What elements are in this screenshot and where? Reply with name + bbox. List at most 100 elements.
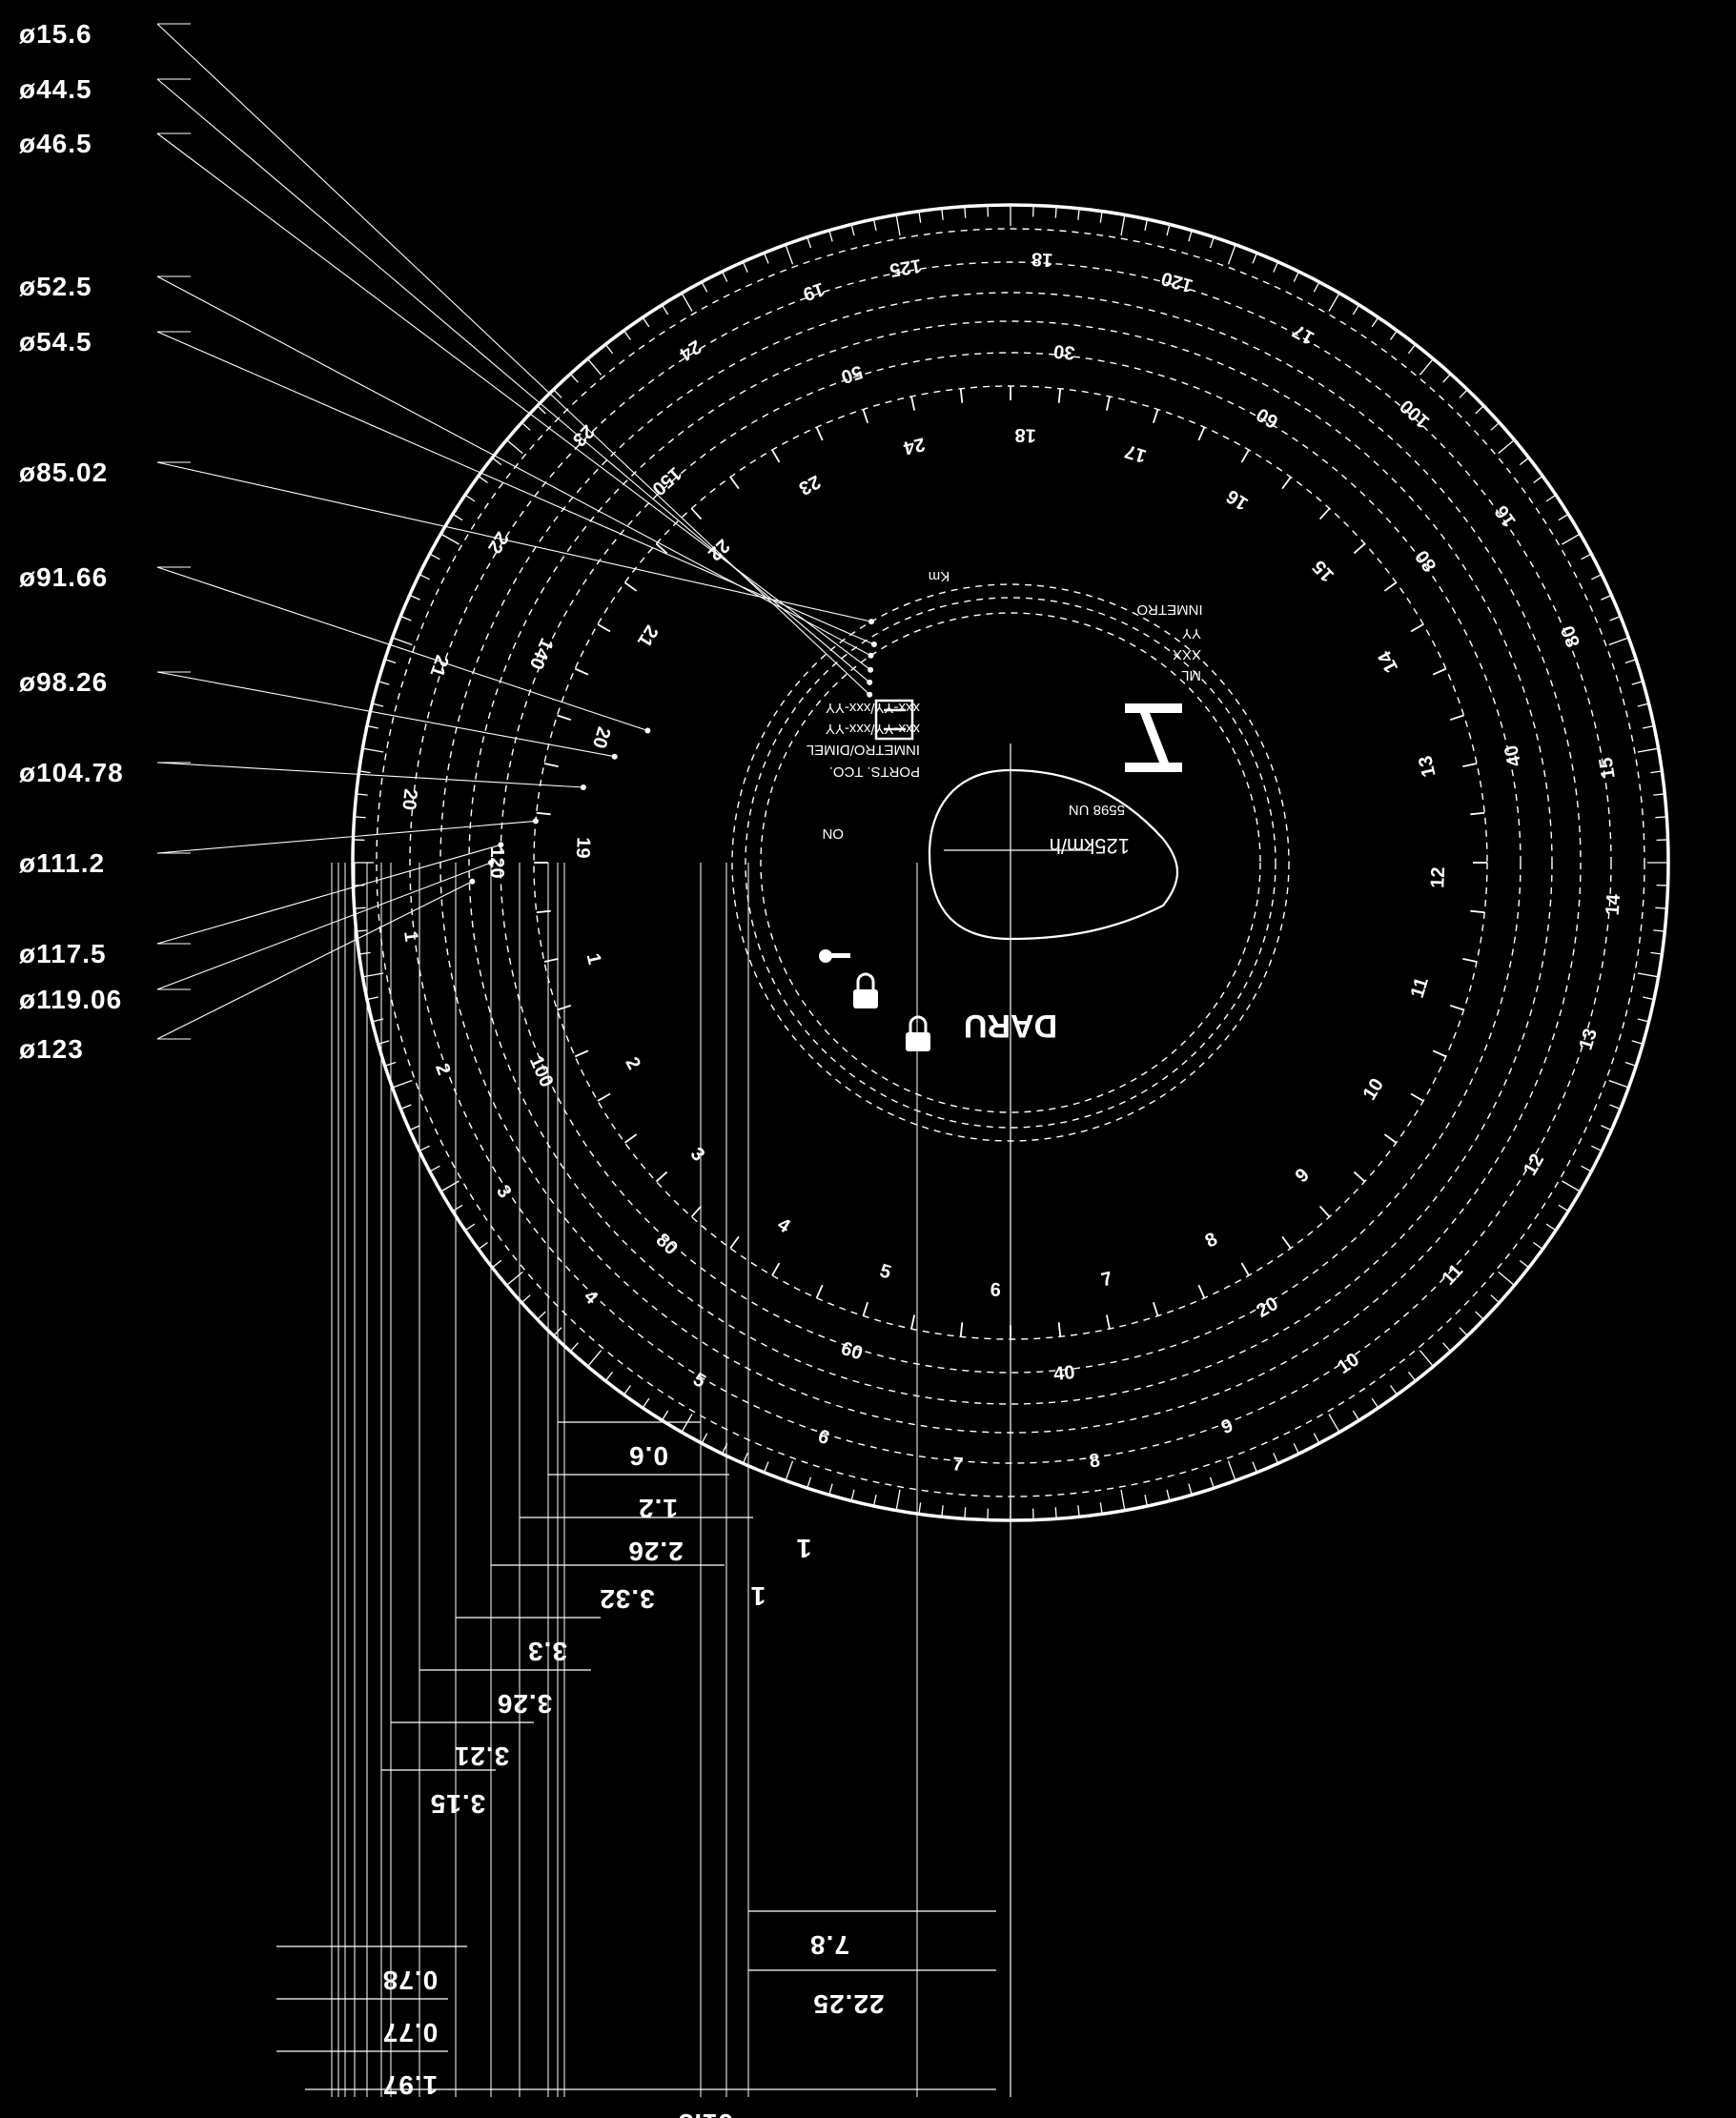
- tick: [569, 1342, 579, 1353]
- tick: [506, 438, 523, 455]
- tick: [701, 281, 708, 293]
- tick: [1371, 1397, 1379, 1409]
- center-dim-label: 22.25: [812, 1989, 884, 2019]
- scale-label: 2: [621, 1054, 644, 1073]
- callout-leader-lines: [156, 23, 877, 1040]
- tick: [729, 476, 740, 490]
- diameter-label: ø91.66: [19, 562, 108, 592]
- tick: [1459, 389, 1468, 398]
- tick: [655, 1171, 668, 1183]
- diameter-label: ø104.78: [19, 758, 124, 787]
- tick: [557, 714, 572, 721]
- diameter-label: ø98.26: [19, 667, 108, 697]
- scale-label: 20: [1253, 1293, 1281, 1322]
- scale-label: 9: [1292, 1165, 1314, 1188]
- tick: [1562, 533, 1581, 545]
- tick: [1252, 252, 1258, 264]
- tick: [392, 637, 413, 646]
- leader-line: [156, 275, 871, 657]
- regulator-logo: [1125, 703, 1182, 772]
- tick: [1077, 1505, 1080, 1517]
- tick: [1383, 581, 1398, 592]
- tick: [378, 681, 390, 685]
- lock-icon: [906, 1015, 930, 1051]
- tick: [690, 1205, 703, 1218]
- diameter-label: ø15.6: [19, 19, 92, 49]
- tick: [1353, 542, 1366, 555]
- tick: [681, 293, 693, 312]
- diameter-label: ø85.02: [19, 458, 108, 487]
- tick: [1389, 330, 1399, 340]
- scale-label: 4: [580, 1286, 602, 1309]
- small-dim-label: 1: [796, 1534, 812, 1563]
- tick: [1057, 388, 1062, 403]
- leader-line: [156, 881, 473, 1040]
- tick: [419, 1145, 430, 1152]
- tick: [452, 1204, 463, 1212]
- tick: [543, 763, 559, 768]
- tick: [850, 224, 855, 236]
- tick: [1558, 513, 1569, 521]
- tick: [681, 1414, 693, 1433]
- tick: [521, 1294, 531, 1304]
- tick: [959, 388, 964, 403]
- tick: [1462, 957, 1478, 963]
- tick: [661, 1410, 669, 1421]
- leader-line: [156, 78, 870, 683]
- tick: [1099, 1502, 1103, 1515]
- tick: [409, 594, 420, 601]
- tick: [372, 703, 384, 707]
- scale-label: 24: [675, 336, 705, 365]
- tick: [1637, 972, 1659, 978]
- diameter-label: ø111.2: [19, 848, 105, 878]
- tick: [1643, 724, 1655, 729]
- spacing-dim-label: 3.3: [527, 1637, 567, 1666]
- tick: [574, 667, 589, 676]
- tick: [536, 811, 551, 816]
- small-dim-label: 1: [750, 1581, 766, 1611]
- tick: [1410, 1092, 1424, 1102]
- scale-label: 22: [704, 535, 733, 564]
- tick: [1407, 343, 1417, 355]
- outer-tick-marks: [353, 205, 1668, 1520]
- tick: [1498, 438, 1515, 455]
- tick: [440, 533, 460, 545]
- tick: [785, 244, 794, 265]
- leader-line: [156, 762, 583, 788]
- bottom-dim-label: 1.97: [382, 2070, 439, 2100]
- tick: [384, 659, 397, 664]
- tick: [1057, 1322, 1062, 1337]
- tick: [1462, 763, 1478, 768]
- tick: [399, 615, 412, 621]
- tick: [1281, 476, 1292, 490]
- scale-label: 10: [1334, 1349, 1363, 1378]
- tick: [604, 1371, 614, 1382]
- tick: [1328, 293, 1340, 312]
- tick: [574, 1049, 589, 1058]
- tick: [478, 1241, 488, 1251]
- tick: [354, 906, 366, 909]
- diameter-callouts: ø15.6ø44.5ø46.5ø52.5ø54.5ø85.02ø91.66ø98…: [19, 19, 124, 1064]
- spacing-dim-label: 0.6: [628, 1441, 668, 1471]
- tick: [1562, 1180, 1581, 1192]
- tick: [553, 389, 562, 398]
- scale-label: 80: [652, 1230, 682, 1259]
- scale-label: 16: [1491, 501, 1521, 531]
- leader-line: [156, 820, 536, 854]
- tick: [1533, 475, 1543, 484]
- scale-label: 18: [1014, 424, 1036, 446]
- center-printing: DARU 125km/h 5598 UN Km INMETRO YY XXX M…: [807, 568, 1203, 1044]
- scale-label: 13: [1575, 1026, 1602, 1052]
- leader-arrow: [469, 878, 476, 885]
- lock-icon: [853, 972, 878, 1008]
- tick: [807, 1476, 812, 1489]
- speed-label: 125km/h: [1050, 834, 1130, 858]
- scale-label: 1: [582, 951, 605, 967]
- tick: [785, 1460, 794, 1481]
- tick: [362, 972, 384, 978]
- diameter-label: ø44.5: [19, 74, 92, 104]
- leader-arrow: [867, 691, 873, 698]
- leader-arrow: [532, 818, 539, 825]
- info-line-2: INMETRO/DIMEL: [807, 742, 920, 758]
- tick: [661, 304, 669, 316]
